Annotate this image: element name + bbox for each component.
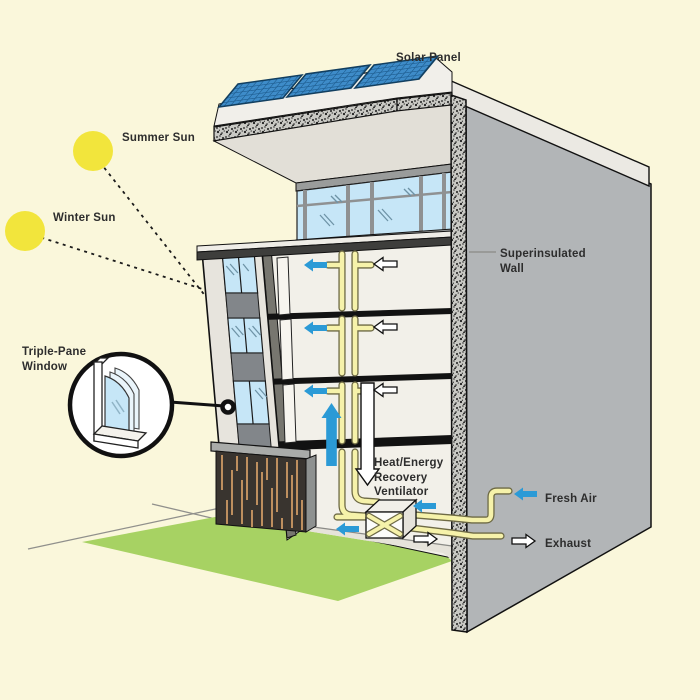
floor-apron <box>306 526 452 560</box>
summer-sun-label: Summer Sun <box>122 132 195 144</box>
triple-pane-detail <box>92 357 148 449</box>
fresh-air-label: Fresh Air <box>545 493 597 505</box>
screen-side <box>305 454 317 533</box>
summer-sun-ray <box>94 155 215 308</box>
winter-sun-icon <box>5 211 45 251</box>
glass-glare <box>319 187 416 227</box>
ventilation-system <box>304 254 537 549</box>
interior-columns <box>276 256 297 444</box>
solar-panel <box>353 54 440 90</box>
solar-panel-array <box>217 54 440 109</box>
sun-group: Summer Sun Winter Sun <box>5 131 219 308</box>
glass-glare <box>225 263 268 400</box>
spandrel <box>225 292 261 319</box>
lawn <box>82 517 452 601</box>
ground-plane <box>27 503 452 601</box>
superinsulated-wall-label: Superinsulated Wall <box>500 248 589 275</box>
roof <box>212 54 453 184</box>
magnifier-anchor-dot <box>220 399 236 415</box>
summer-sun-icon <box>73 131 113 171</box>
supply-up-arrow <box>321 403 342 466</box>
front-facade <box>201 251 281 451</box>
winter-sun-ray <box>26 232 219 295</box>
wood-slats-texture <box>221 455 303 530</box>
solar-panel-label: Solar Panel <box>396 52 461 64</box>
triple-pane-window-label: Triple-Pane Window <box>22 346 90 373</box>
solar-panel <box>285 63 372 99</box>
floor-slab <box>262 308 452 320</box>
magnifier-leader <box>169 400 225 408</box>
wall-insulation-edge <box>450 93 468 633</box>
glass-glare <box>115 399 125 413</box>
exhaust-down-duct <box>354 382 381 487</box>
exhaust-label: Exhaust <box>545 538 591 550</box>
slatted-screen <box>210 441 317 533</box>
clerestory-mullions <box>303 173 446 240</box>
spandrel <box>230 352 266 382</box>
winter-sun-label: Winter Sun <box>53 212 116 224</box>
hrv-unit <box>364 498 418 540</box>
ground-line <box>27 504 235 550</box>
floor-slab <box>262 373 452 385</box>
solar-panel <box>217 73 304 109</box>
hrv-label: Heat/Energy Recovery Ventilator <box>374 457 447 498</box>
callout-labels: Solar Panel Superinsulated Wall Triple-P… <box>22 52 597 550</box>
ground-line <box>151 503 221 521</box>
glass-glare <box>111 401 121 415</box>
clerestory-transom <box>296 190 453 208</box>
frame-sill <box>93 433 139 449</box>
window-magnifier <box>67 351 236 459</box>
